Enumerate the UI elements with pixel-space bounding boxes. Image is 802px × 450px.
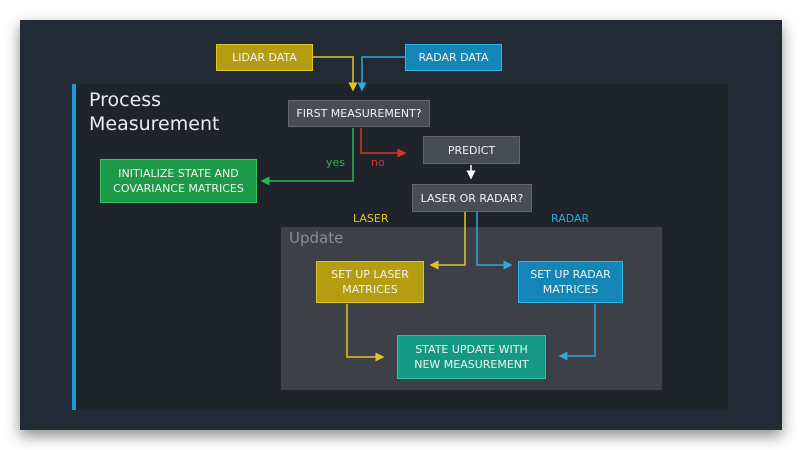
node-predict: PREDICT	[423, 136, 520, 164]
edge-label-radar: RADAR	[551, 212, 590, 225]
update-group-label: Update	[289, 229, 344, 247]
edge-label-laser: LASER	[353, 212, 389, 225]
node-setup-radar: SET UP RADAR MATRICES	[518, 261, 623, 303]
node-laser-or-radar: LASER OR RADAR?	[412, 184, 532, 212]
edge-label-yes: yes	[326, 156, 346, 169]
edge-label-no: no	[371, 156, 385, 169]
node-lidar-data: LIDAR DATA	[216, 44, 313, 71]
title-line-2: Measurement	[89, 113, 220, 135]
page-title: Process Measurement	[89, 88, 219, 136]
accent-bar	[72, 84, 76, 410]
title-line-1: Process	[89, 89, 162, 111]
node-first-measurement: FIRST MEASUREMENT?	[288, 100, 430, 127]
node-setup-laser: SET UP LASER MATRICES	[316, 261, 424, 303]
node-radar-data: RADAR DATA	[405, 44, 502, 71]
node-state-update: STATE UPDATE WITH NEW MEASUREMENT	[397, 335, 546, 379]
node-initialize: INITIALIZE STATE AND COVARIANCE MATRICES	[100, 159, 257, 203]
